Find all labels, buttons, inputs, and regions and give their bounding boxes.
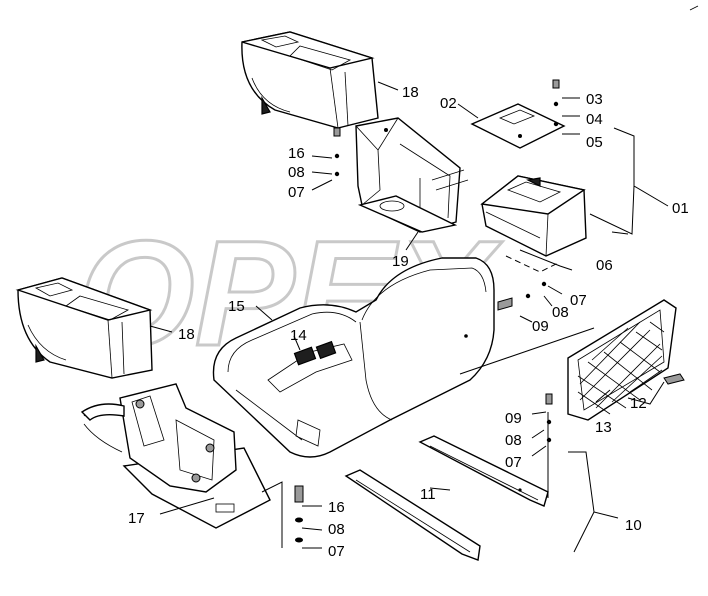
callout-07-rail: 07	[505, 454, 522, 471]
leader-lines	[149, 81, 669, 553]
callout-03: 03	[586, 91, 603, 108]
callout-07-right: 07	[570, 292, 587, 309]
box-06	[480, 175, 587, 257]
callout-08-bottom: 08	[328, 521, 345, 538]
callout-12: 12	[630, 395, 647, 412]
callout-08-top: 08	[288, 164, 305, 181]
callout-07-top: 07	[288, 184, 305, 201]
callout-19: 19	[392, 253, 409, 270]
callout-13: 13	[595, 419, 612, 436]
callout-08-right: 08	[552, 304, 569, 321]
callout-08-rail: 08	[505, 432, 522, 449]
screw-12	[663, 373, 685, 385]
callout-06: 06	[596, 257, 613, 274]
hardware-stack-rail	[545, 393, 553, 443]
callout-18-top: 18	[402, 84, 419, 101]
callout-15: 15	[228, 298, 245, 315]
callout-02: 02	[440, 95, 457, 112]
callout-04: 04	[586, 111, 603, 128]
storage-net-13	[567, 299, 677, 421]
hardware-stack-box	[497, 281, 547, 311]
callout-16-bottom: 16	[328, 499, 345, 516]
callout-09-right: 09	[532, 318, 549, 335]
callout-05: 05	[586, 134, 603, 151]
armrest-box-top	[241, 31, 379, 129]
callout-11: 11	[420, 486, 436, 503]
callout-01: 01	[672, 200, 689, 217]
callout-18-left: 18	[178, 326, 195, 343]
callout-07-bottom: 07	[328, 543, 345, 560]
seat	[212, 257, 495, 458]
callout-16-top: 16	[288, 145, 305, 162]
corner-mark	[689, 5, 699, 11]
callout-14: 14	[290, 327, 307, 344]
adjuster-mechanism-17	[80, 383, 271, 529]
callout-09-rail: 09	[505, 410, 522, 427]
callout-10: 10	[625, 517, 642, 534]
hardware-stack-top	[552, 79, 560, 127]
armrest-box-left	[15, 277, 153, 379]
hardware-stack-bottom	[294, 485, 304, 543]
rail-lower	[344, 469, 481, 561]
hardware-stack-bracket	[333, 127, 341, 177]
callout-labels: 18 02 03 04 05 01 16 08 07 06 19 15 14 1…	[128, 84, 689, 560]
bracket-19	[355, 117, 469, 233]
callout-17: 17	[128, 510, 145, 527]
rail-upper	[418, 435, 549, 507]
plate-02	[470, 103, 566, 149]
